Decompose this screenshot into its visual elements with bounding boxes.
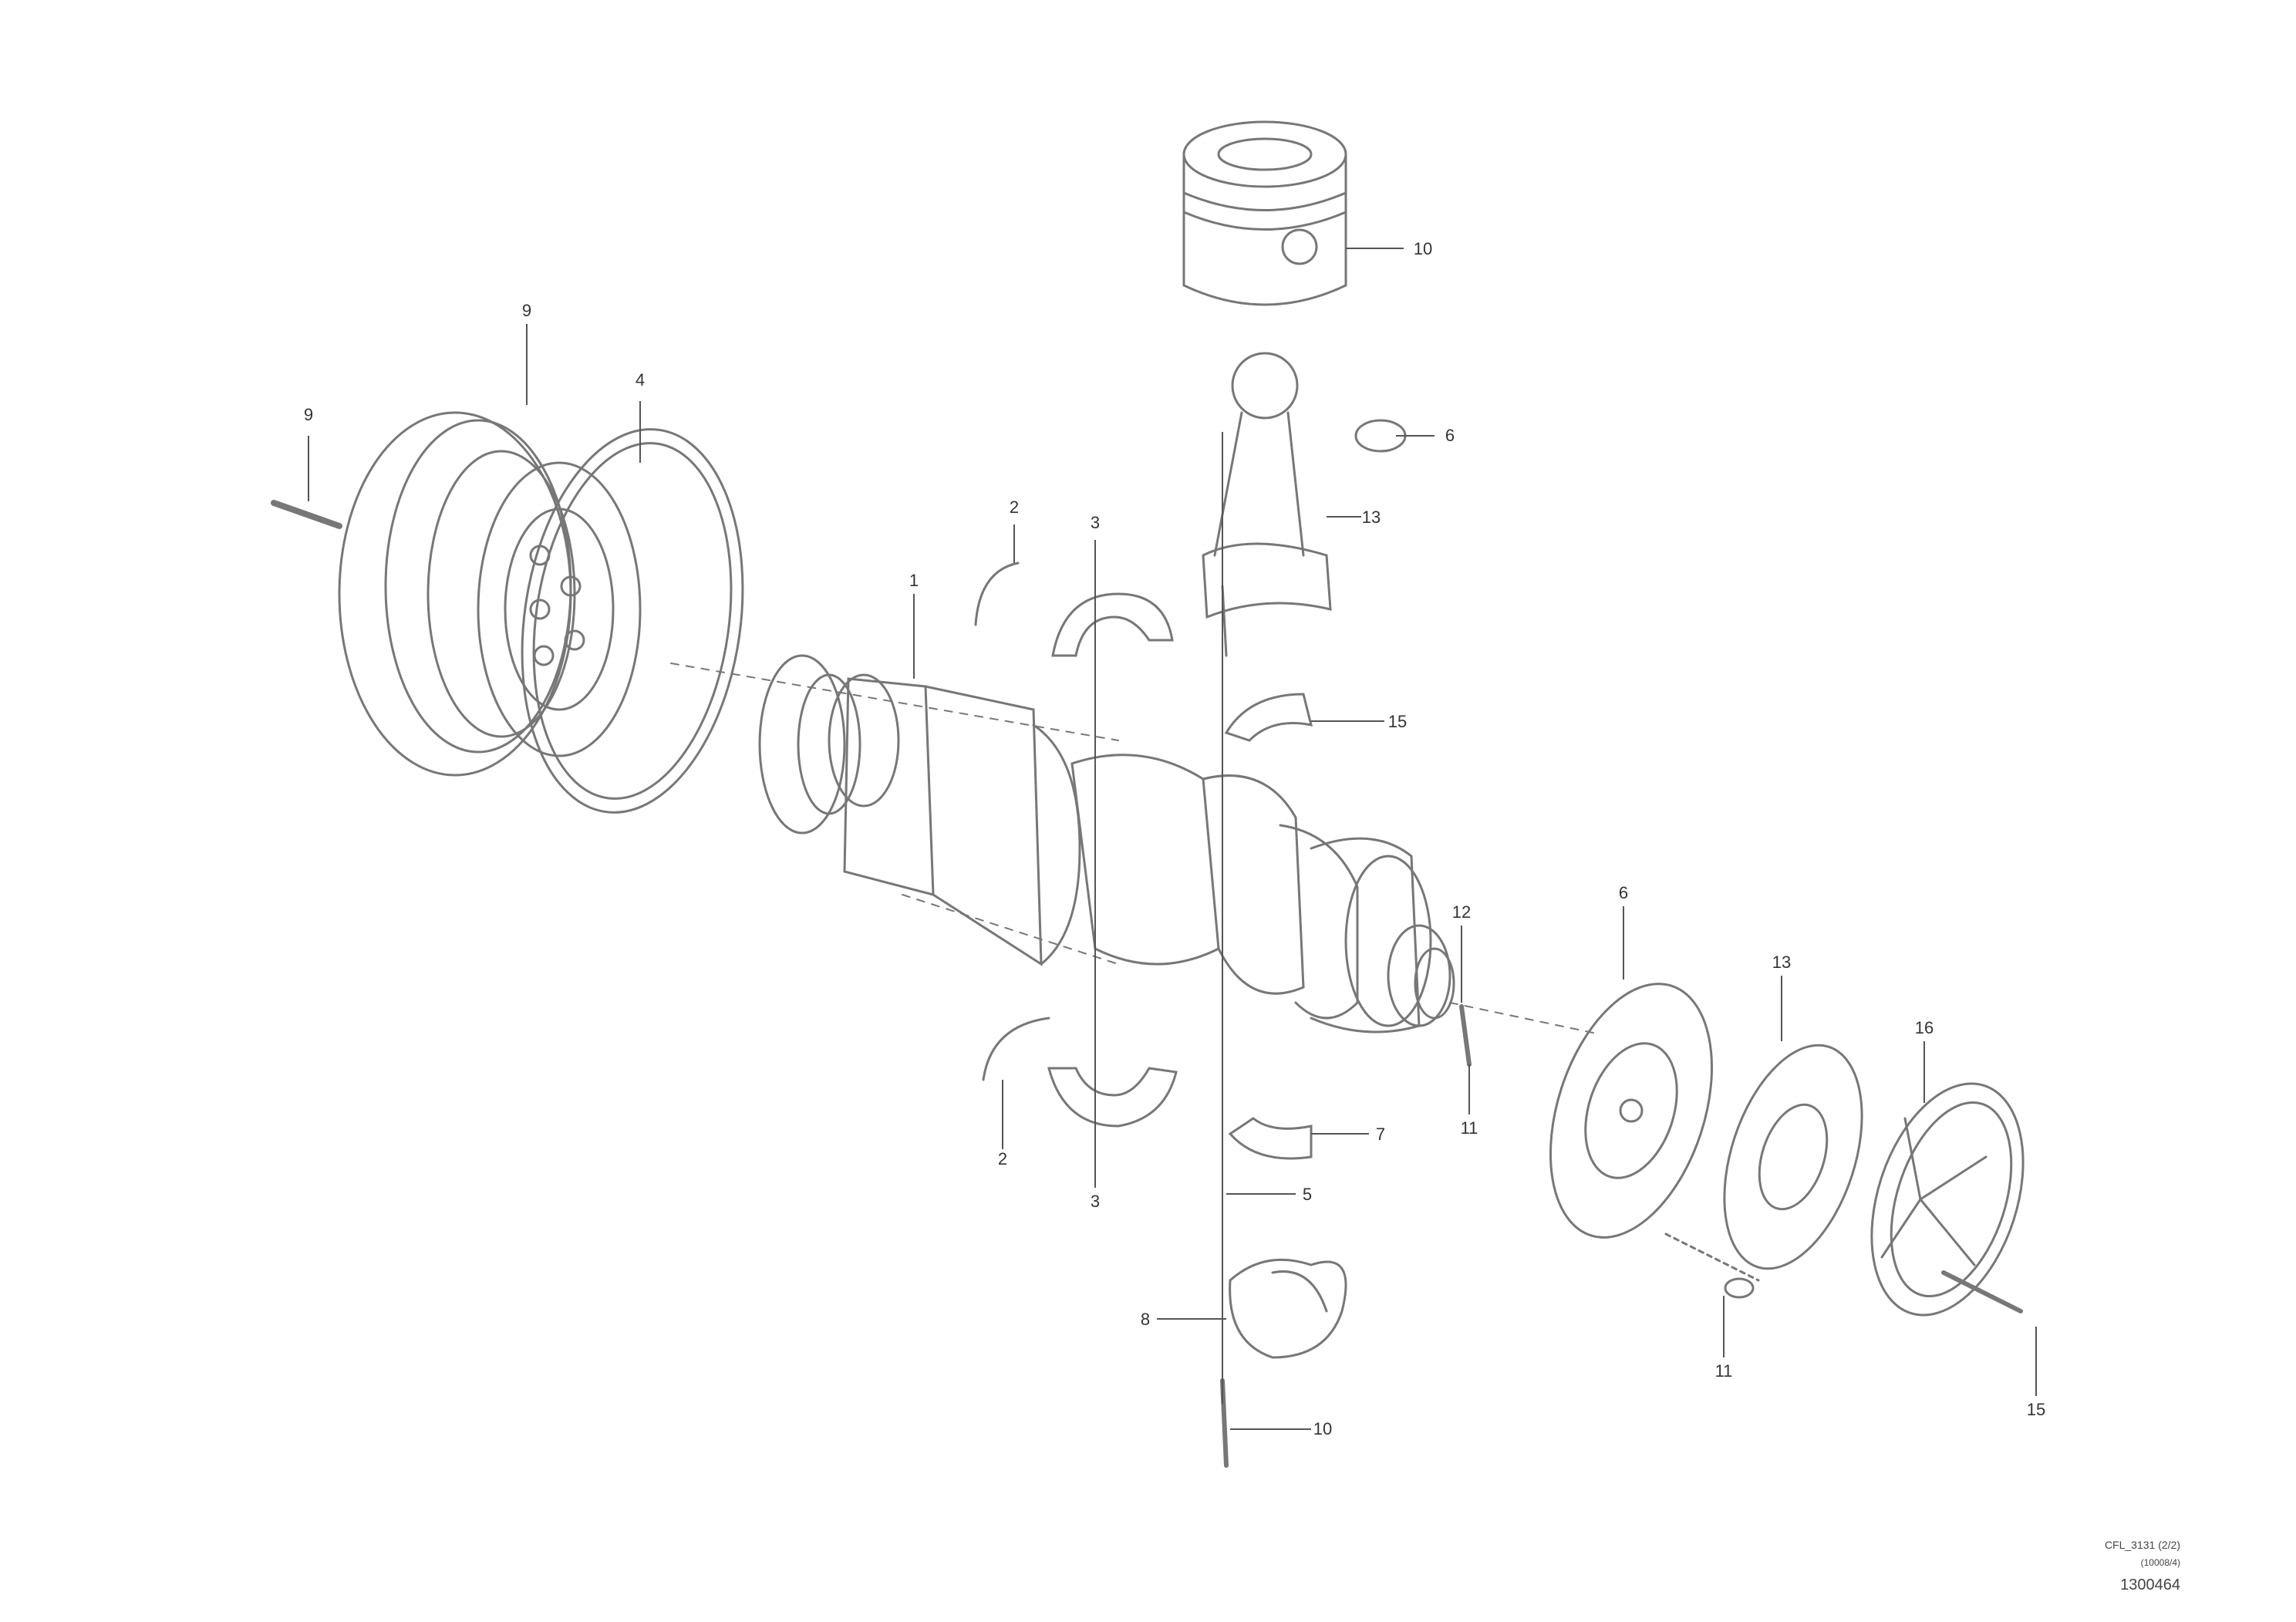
callout-5-cap-top: 5 — [1303, 1185, 1312, 1204]
callout-10-cap-bolt: 10 — [1313, 1419, 1332, 1438]
connecting-rod[interactable] — [1202, 352, 1332, 657]
callout-3-lower-bearing: 3 — [1091, 1192, 1100, 1211]
callout-10-piston: 10 — [1414, 239, 1432, 258]
callout-2-lower-thrust: 2 — [998, 1149, 1007, 1168]
crankshaft[interactable] — [758, 654, 1455, 1034]
drawing-subreference: (10008/4) — [2140, 1557, 2180, 1568]
crank-gear[interactable] — [1521, 963, 1741, 1258]
gear-bolt[interactable] — [1664, 1233, 1760, 1299]
callout-9-flywheel: 9 — [522, 301, 531, 320]
flywheel-bolt[interactable] — [271, 500, 342, 529]
callout-6-gear: 6 — [1619, 883, 1628, 902]
leader-lines — [308, 248, 2037, 1430]
drawing-number: 1300464 — [2120, 1576, 2180, 1593]
lower-main-bearing[interactable] — [1047, 1067, 1178, 1128]
callout-3-upper-bearing: 3 — [1091, 513, 1100, 532]
ring-gear[interactable] — [499, 415, 767, 827]
upper-rod-bearing[interactable] — [1224, 693, 1313, 742]
flywheel[interactable] — [338, 411, 642, 777]
center-axis-line — [670, 663, 1597, 1034]
upper-thrust-washer[interactable] — [974, 561, 1020, 626]
callout-7-rod-bearing-lower: 7 — [1376, 1125, 1385, 1144]
callout-11-gear-bolt: 11 — [1715, 1361, 1733, 1381]
spacer-plate[interactable] — [1699, 1028, 1888, 1286]
lower-thrust-washer[interactable] — [982, 1017, 1050, 1081]
upper-main-bearing[interactable] — [1051, 592, 1174, 657]
callout-15-rod-bearing: 15 — [1388, 712, 1407, 731]
front-seal-bolt[interactable] — [1459, 1004, 1472, 1067]
callout-12-front-seal: 12 — [1452, 902, 1471, 922]
main-bearing-cap[interactable] — [1229, 1258, 1347, 1359]
callout-9-flywheel-bolt: 9 — [304, 405, 313, 424]
callout-4-ring-gear: 4 — [636, 370, 645, 389]
callout-6-small-end: 6 — [1445, 426, 1455, 445]
crank-pulley[interactable] — [1845, 1064, 2051, 1334]
callout-13-connecting-rod: 13 — [1362, 508, 1381, 527]
drawing-reference: CFL_3131 (2/2) — [2104, 1539, 2180, 1551]
callout-8-bearing-cap: 8 — [1141, 1310, 1150, 1329]
callout-labels: 10 9 4 6 2 3 1 9 13 15 12 6 13 2 3 7 5 8… — [304, 239, 2045, 1438]
lower-rod-bearing[interactable] — [1228, 1117, 1313, 1160]
piston[interactable] — [1182, 120, 1347, 306]
callout-11-seal-bolt: 11 — [1461, 1118, 1478, 1138]
callout-16-pulley: 16 — [1915, 1018, 1934, 1037]
callout-1-crankshaft: 1 — [909, 571, 919, 590]
callout-15-pulley-bolt: 15 — [2027, 1400, 2045, 1419]
pulley-bolt[interactable] — [1941, 1270, 2023, 1313]
callout-13-spacer: 13 — [1772, 953, 1791, 972]
callout-2-upper-thrust: 2 — [1010, 497, 1019, 517]
